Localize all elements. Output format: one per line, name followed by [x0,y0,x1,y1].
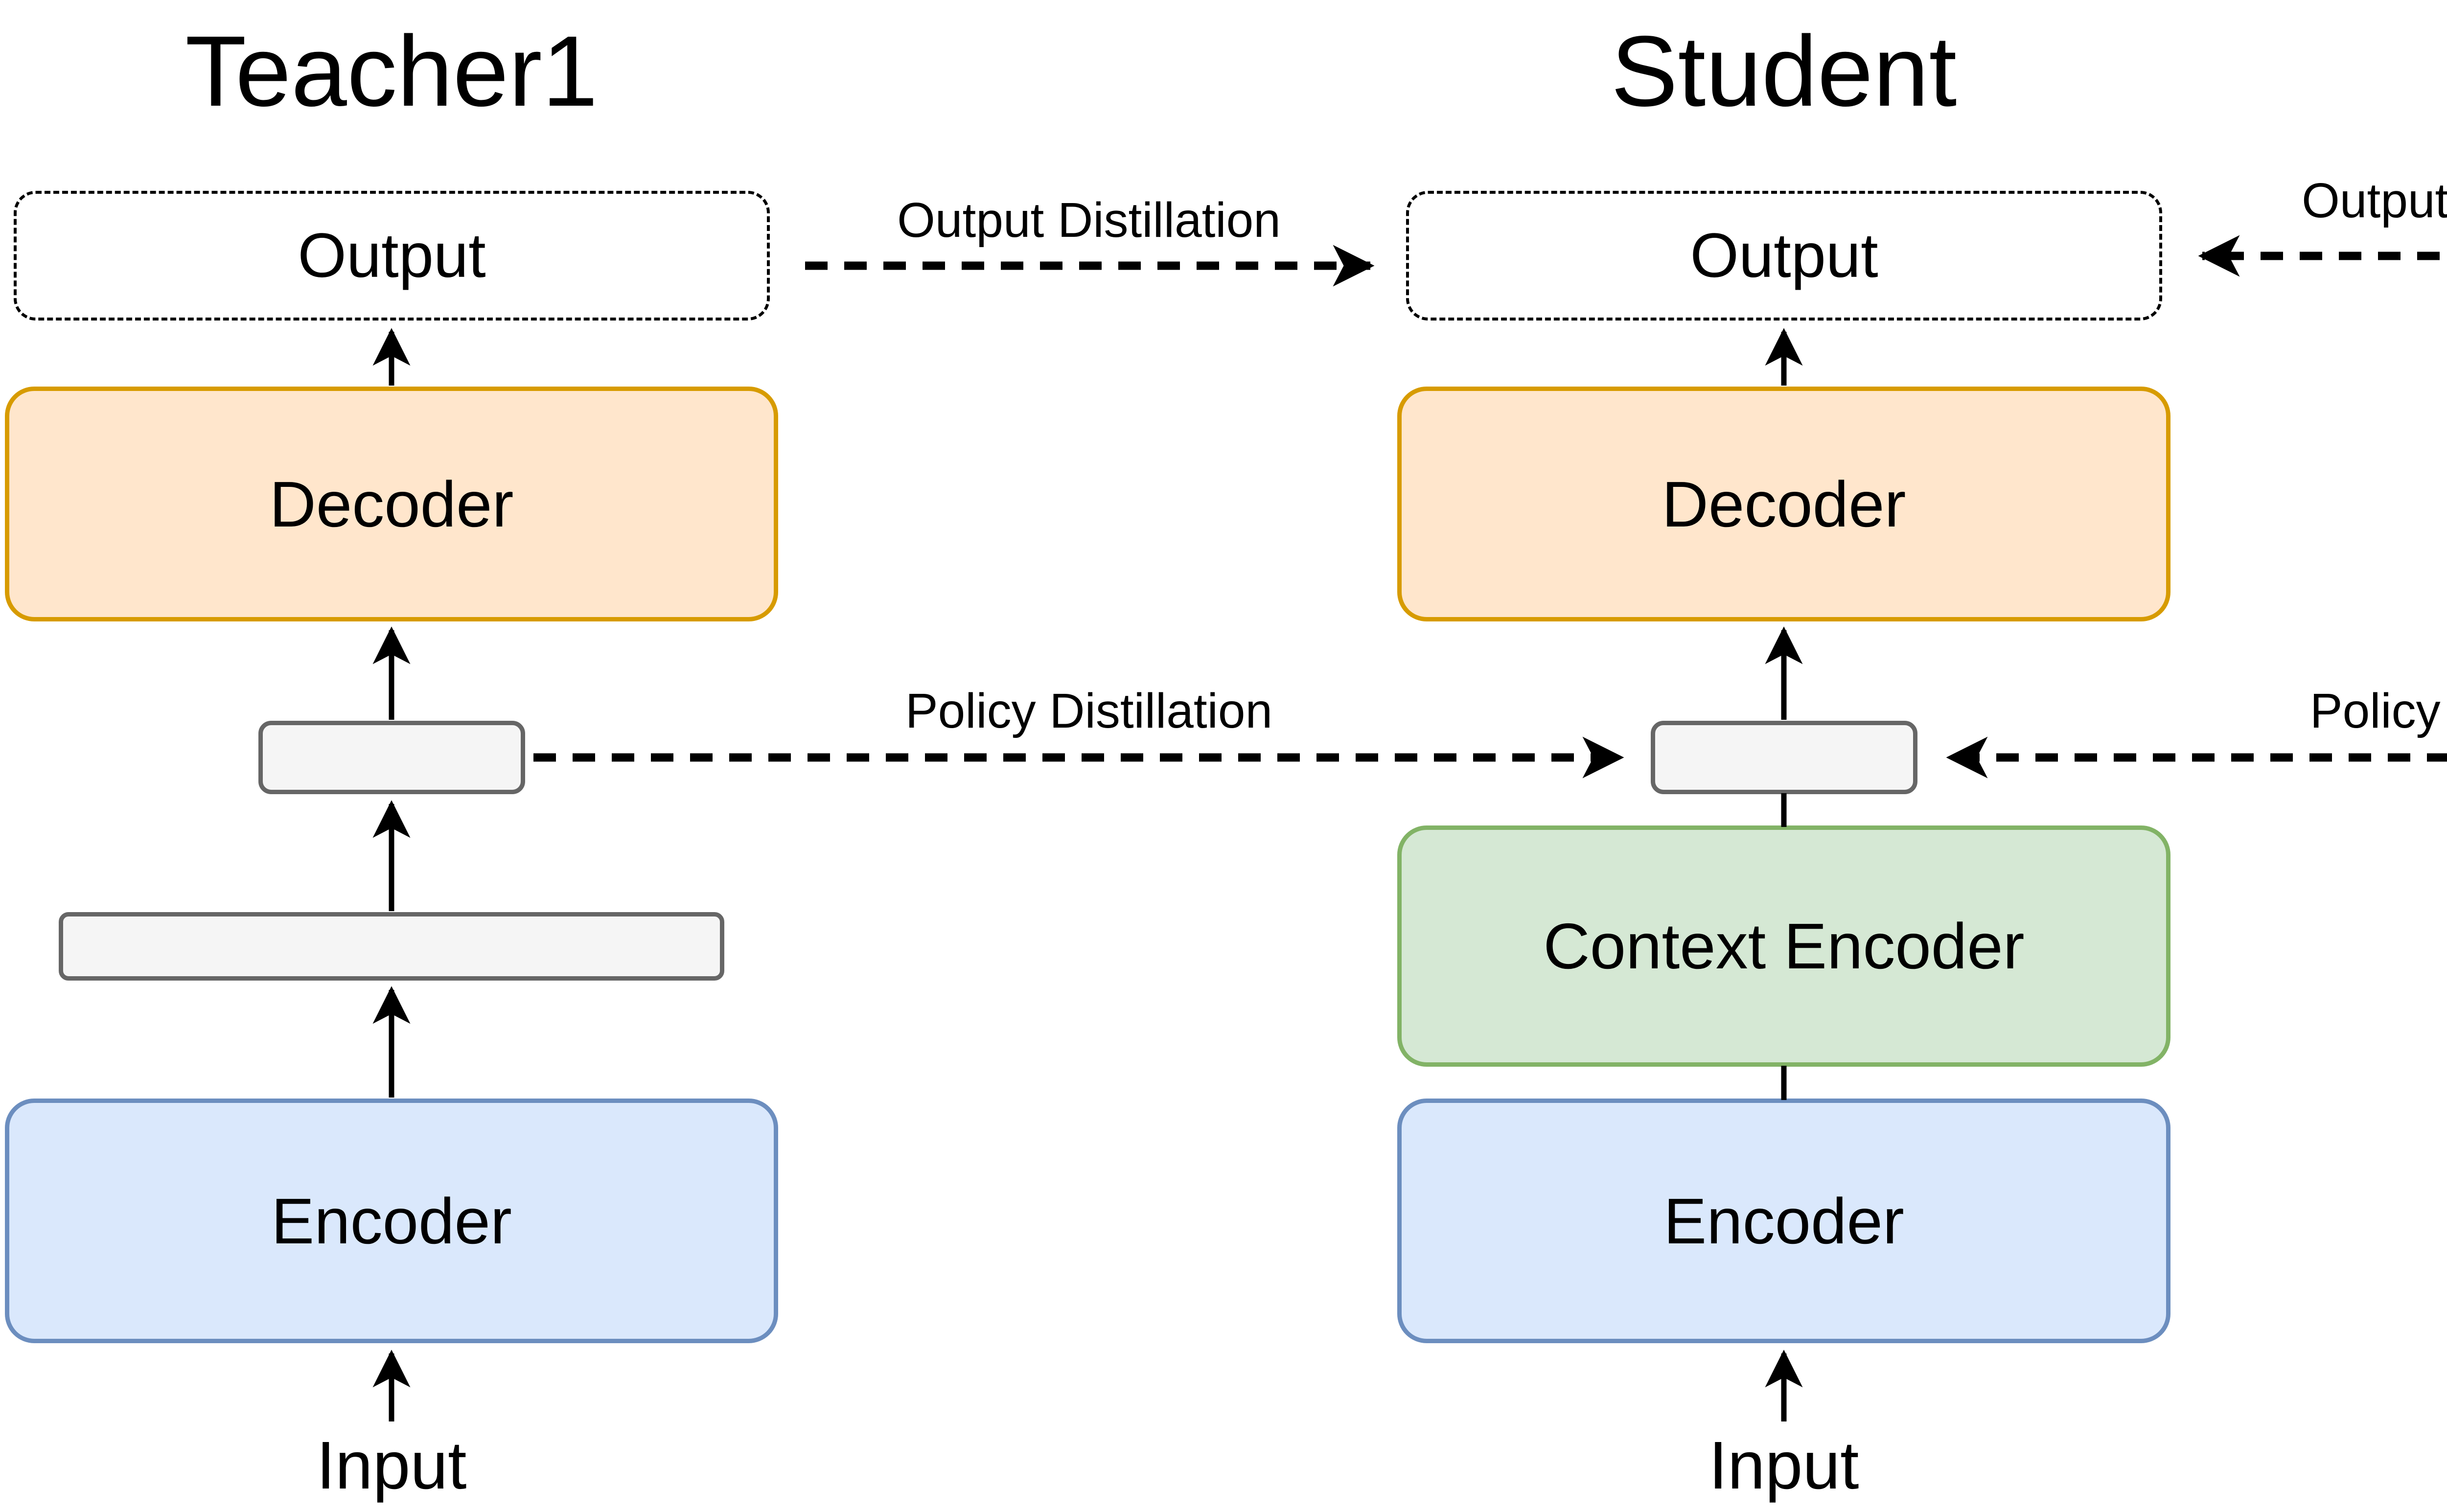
encoder-output-bar-teacher1 [59,912,724,981]
encoder-label-student: Encoder [1663,1185,1904,1257]
output-label-student: Output [1690,221,1878,291]
output-distillation-label-left: Output Distillation [897,192,1281,248]
input-label-teacher1: Input [316,1427,467,1503]
policy-distillation-label-right: Policy Distillation [2309,683,2447,738]
hidden-state-box-teacher1 [258,721,525,794]
column-title-student: Student [1611,15,1957,127]
hidden-state-box-student [1651,721,1917,794]
column-title-teacher1: Teacher1 [185,15,598,127]
context-encoder-label-student: Context Encoder [1543,910,2025,982]
context-encoder-box-student: Context Encoder [1397,825,2170,1067]
encoder-box-student: Encoder [1397,1099,2170,1343]
encoder-label-teacher1: Encoder [271,1185,512,1257]
input-label-student: Input [1708,1427,1859,1503]
output-label-teacher1: Output [298,221,486,291]
decoder-label-student: Decoder [1662,468,1906,540]
output-box-teacher1: Output [14,191,770,321]
output-box-student: Output [1406,191,2162,321]
output-distillation-label-right: Output Distillation [2302,173,2447,228]
decoder-box-student: Decoder [1397,387,2170,621]
decoder-label-teacher1: Decoder [269,468,514,540]
policy-distillation-label-left: Policy Distillation [905,683,1273,738]
decoder-box-teacher1: Decoder [5,387,778,621]
encoder-box-teacher1: Encoder [5,1099,778,1343]
